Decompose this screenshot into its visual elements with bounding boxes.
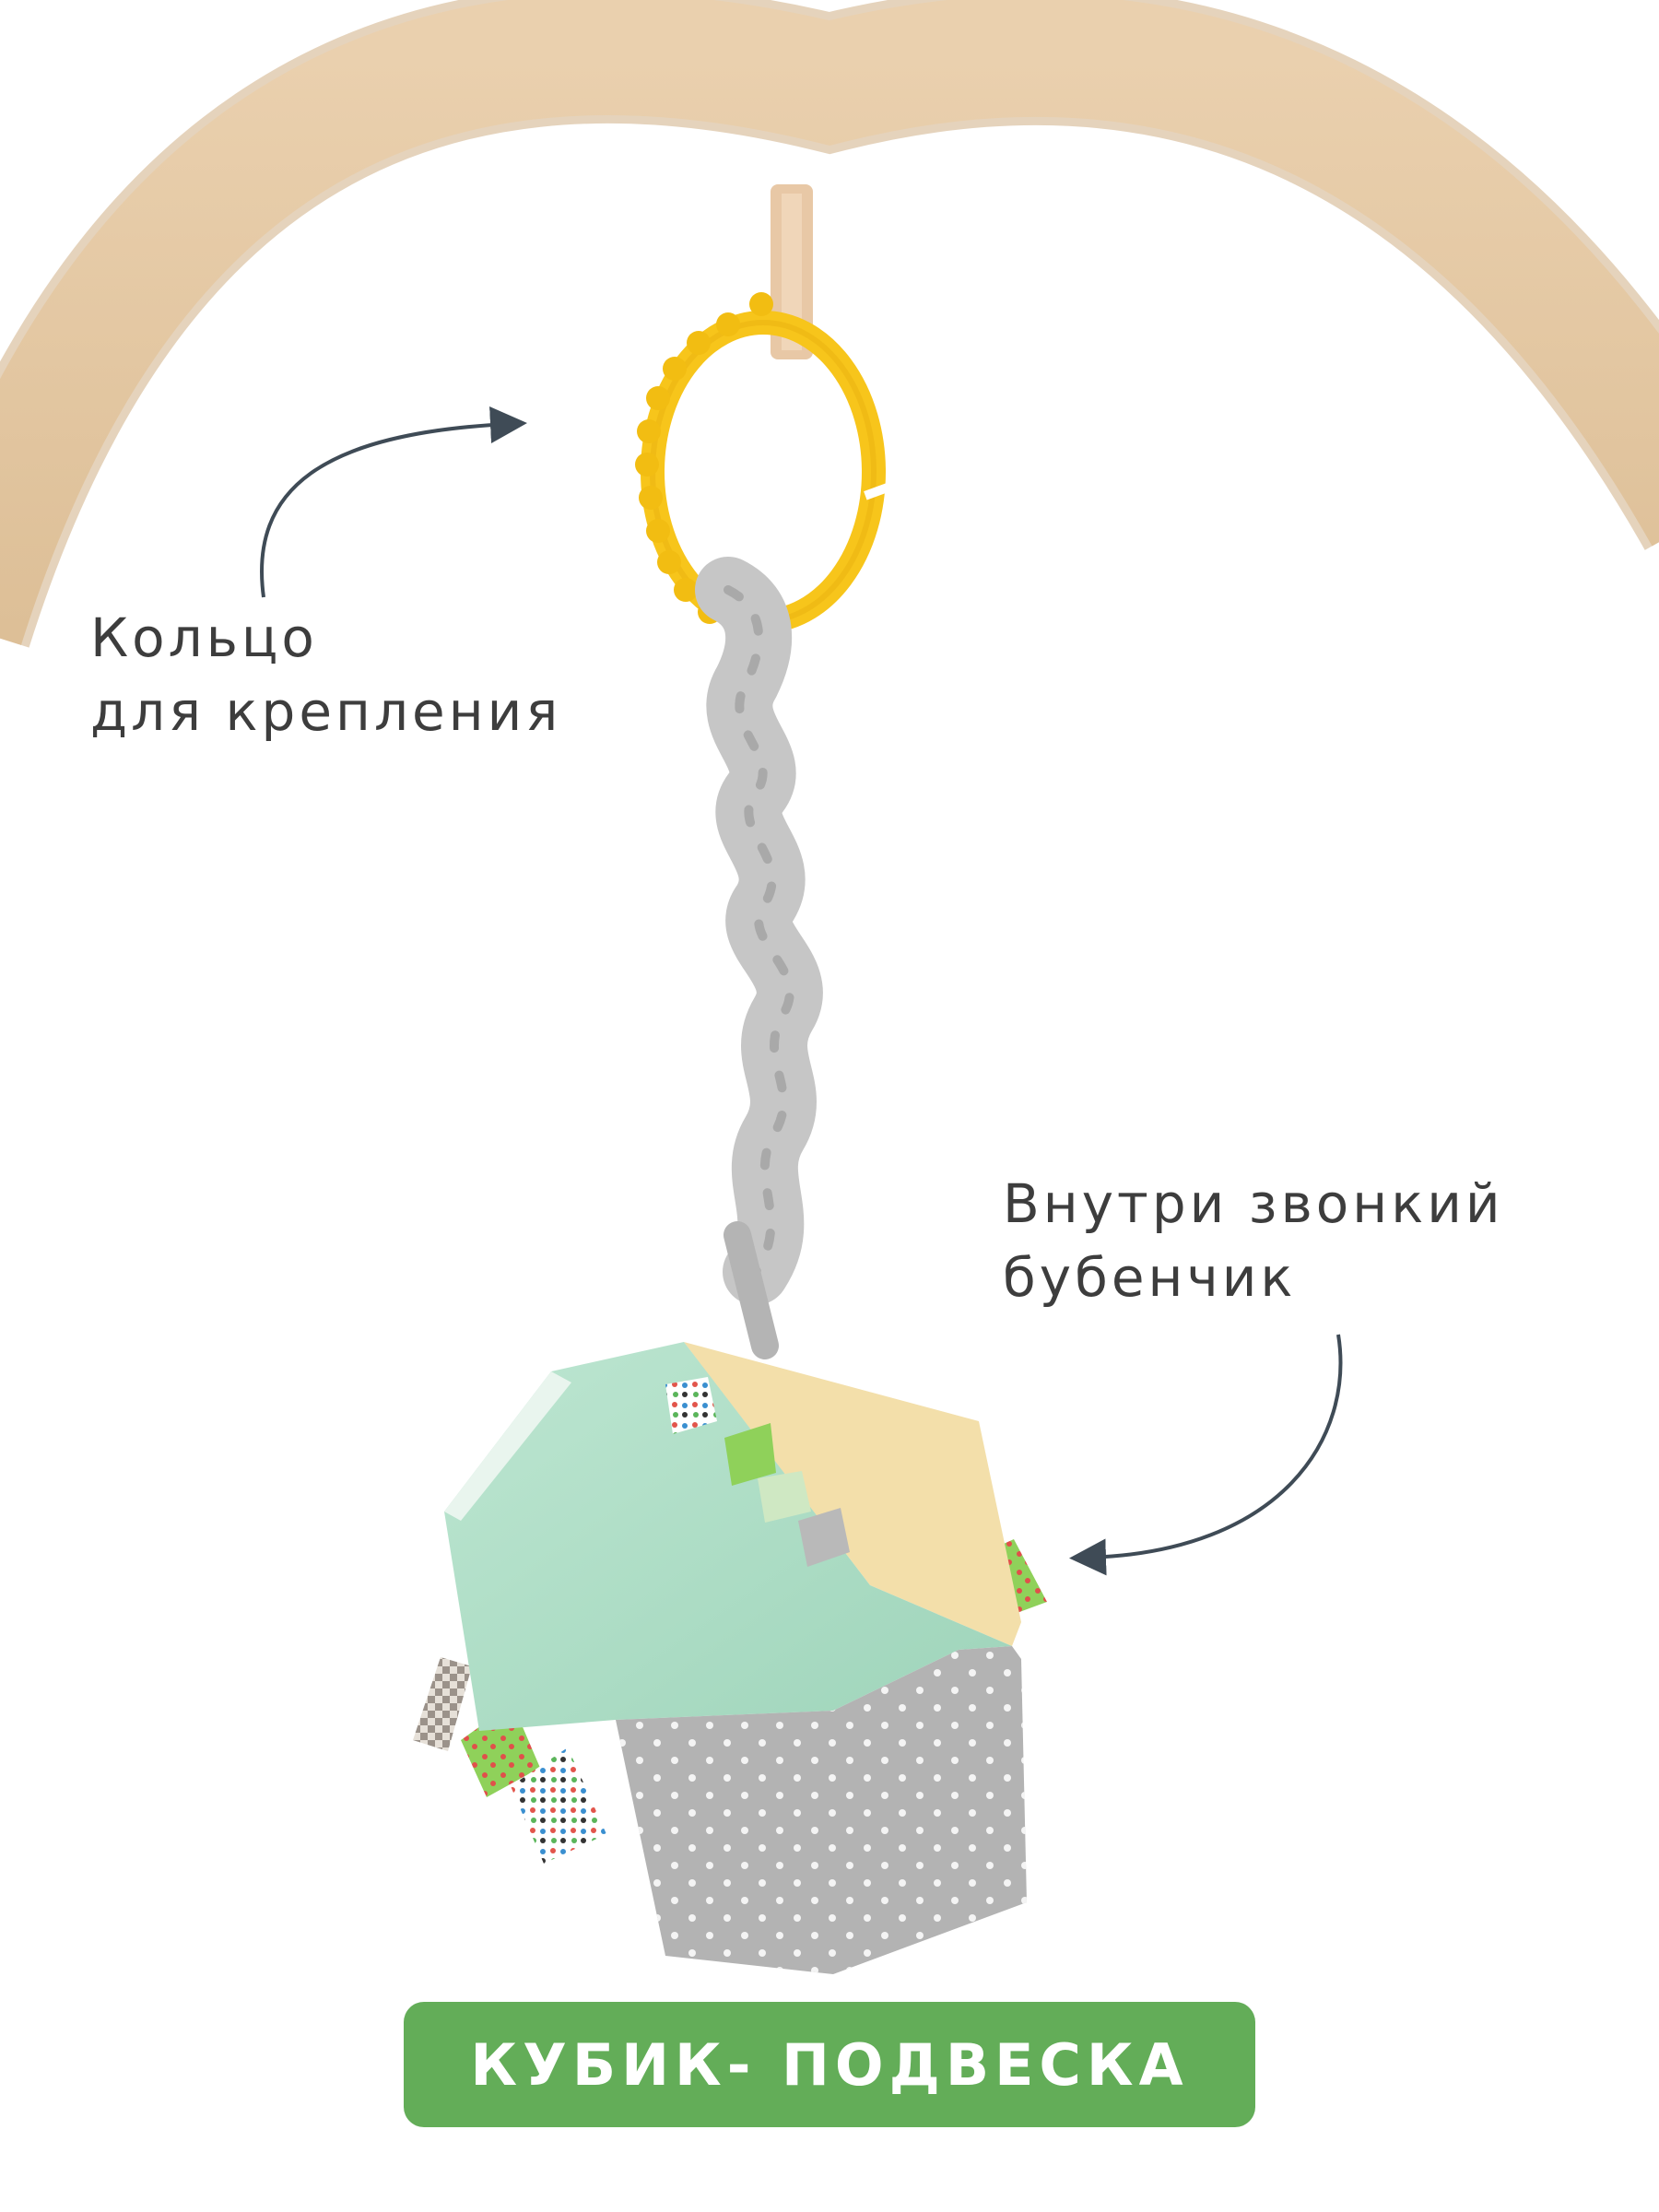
product-name-label: КУБИК- ПОДВЕСКА (470, 2030, 1189, 2099)
product-name-badge: КУБИК- ПОДВЕСКА (404, 2002, 1255, 2127)
bell-annotation: Внутри звонкий бубенчик (1003, 1167, 1504, 1314)
ring-annotation: Кольцо для крепления (90, 601, 561, 748)
bell-annotation-line-2: бубенчик (1003, 1246, 1297, 1309)
soft-cube (413, 1342, 1047, 1974)
ring-annotation-line-2: для крепления (90, 680, 562, 743)
elastic-strap (695, 557, 823, 1359)
bell-annotation-line-1: Внутри звонкий (1003, 1172, 1504, 1235)
ring-annotation-line-1: Кольцо (90, 606, 318, 669)
bell-pointer-arrow (1069, 1334, 1343, 1576)
ring-pointer-arrow (260, 406, 527, 598)
play-arch (0, 0, 1659, 648)
